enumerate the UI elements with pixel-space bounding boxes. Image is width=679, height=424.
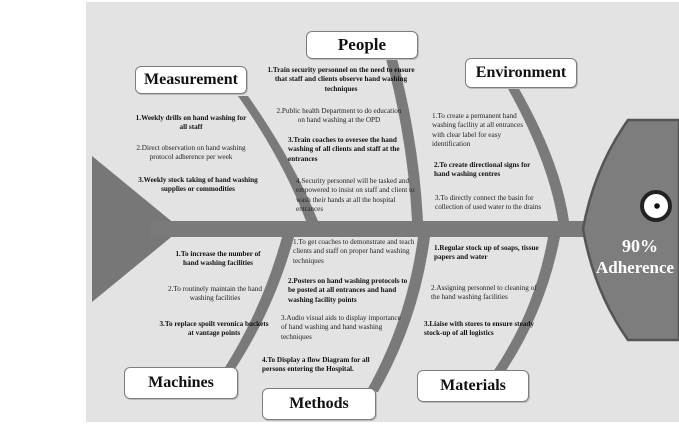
fish-pupil [654,203,660,209]
bone-methods [366,237,430,392]
cause-people-1: 1.Train security personnel on the need t… [267,66,415,93]
cause-people-4: 4.Security personnel will be tasked and … [296,177,415,214]
cause-methods-3: 3.Audio visual aids to display importanc… [281,314,401,341]
category-people: People [306,31,418,59]
category-environment: Environment [465,58,577,88]
fish-tail [92,156,181,302]
cause-methods-1: 1.To get coaches to demonstrate and teac… [293,238,415,265]
bone-measurement [238,96,318,221]
cause-materials-2: 2.Assigning personnel to cleaning of the… [431,284,537,302]
fish-spine [150,221,608,237]
category-measurement: Measurement [135,66,247,94]
cause-machines-1: 1.To increase the number of hand washing… [175,250,261,268]
cause-materials-3: 3.Liaise with stores to ensure steady st… [424,320,534,338]
cause-measurement-3: 3.Weekly stock taking of hand washing su… [138,176,258,194]
cause-machines-2: 2.To routinely maintain the hand washing… [168,285,262,303]
category-materials: Materials [417,370,529,402]
cause-machines-3: 3.To replace spoilt veronica buckets at … [159,320,269,338]
outcome-label: Adherence [596,258,675,277]
cause-people-3: 3.Train coaches to oversee the hand wash… [288,136,400,163]
bone-machines [222,237,294,372]
cause-methods-4: 4.To Display a flow Diagram for all pers… [262,356,370,374]
category-machines: Machines [124,367,238,399]
bone-materials [493,237,560,372]
category-methods: Methods [262,388,376,420]
cause-measurement-2: 2.Direct observation on hand washing pro… [136,144,246,162]
cause-environment-3: 3.To directly connect the basin for coll… [435,194,542,212]
cause-people-2: 2.Public health Department to do educati… [276,107,402,125]
outcome-percentage: 90% [622,236,658,256]
cause-measurement-1: 1.Weekly drills on hand washing for all … [135,114,247,132]
cause-environment-1: 1.To create a permanent hand washing fac… [432,112,524,149]
fish-head [581,118,679,342]
bone-people [385,55,423,221]
cause-materials-1: 1.Regular stock up of soaps, tissue pape… [434,244,539,262]
cause-environment-2: 2.To create directional signs for hand w… [434,161,531,179]
bone-environment [507,87,569,221]
cause-methods-2: 2.Posters on hand washing protocols to b… [288,277,408,304]
